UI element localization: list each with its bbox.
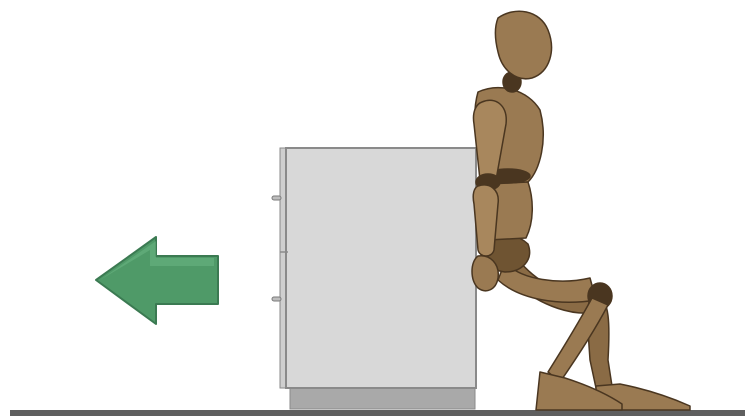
floor-line xyxy=(10,410,745,416)
left-arrow-icon xyxy=(96,237,218,324)
drawer-handle-bottom xyxy=(272,297,281,301)
cabinet-icon xyxy=(272,148,476,409)
cabinet-base xyxy=(290,387,475,409)
drawer-handle-top xyxy=(272,196,281,200)
wooden-mannequin-icon xyxy=(472,11,690,410)
cabinet-front xyxy=(286,148,476,388)
